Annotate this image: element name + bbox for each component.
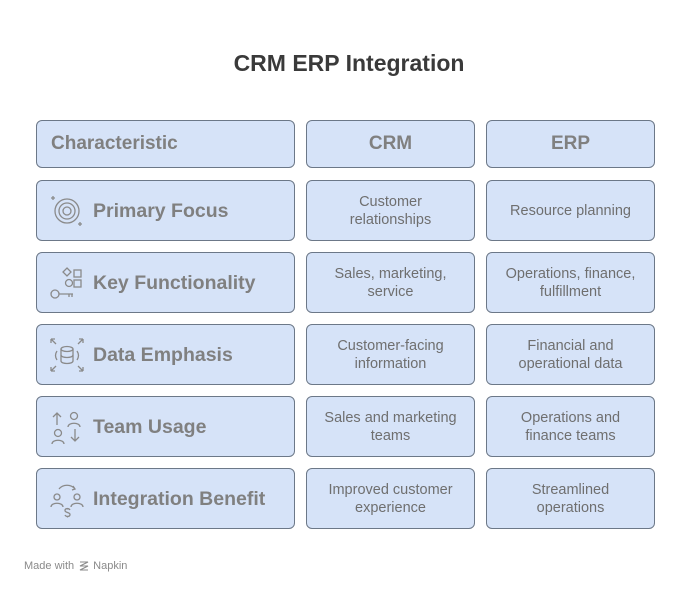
napkin-logo-icon — [79, 561, 89, 571]
cell-text: Customer-facing information — [337, 337, 444, 372]
cell-erp-data-emphasis: Financial and operational data — [486, 324, 655, 385]
footer-brand: Napkin — [93, 560, 128, 572]
cell-erp-integration-benefit: Streamlined operations — [486, 468, 655, 529]
header-erp-label: ERP — [550, 133, 591, 154]
cell-text: Resource planning — [510, 202, 631, 219]
cell-text: Customer relationships — [349, 193, 432, 228]
row-label-text: Integration Benefit — [93, 487, 266, 510]
cell-crm-primary-focus: Customer relationships — [306, 180, 475, 241]
integration-cycle-icon — [50, 484, 84, 517]
cell-erp-team-usage: Operations and finance teams — [486, 396, 655, 457]
database-expand-icon — [50, 337, 84, 372]
shapes-key-icon — [50, 266, 82, 299]
cell-text: Operations and finance teams — [520, 409, 621, 444]
row-label-primary-focus: Primary Focus — [36, 180, 295, 241]
row-label-text: Team Usage — [93, 415, 207, 438]
cell-crm-integration-benefit: Improved customer experience — [306, 468, 475, 529]
target-icon — [51, 195, 82, 226]
users-transfer-icon — [51, 411, 81, 444]
row-label-team-usage: Team Usage — [36, 396, 295, 457]
footer-prefix: Made with — [24, 560, 75, 572]
header-characteristic-label: Characteristic — [51, 133, 178, 154]
row-label-text: Data Emphasis — [93, 343, 233, 366]
row-label-key-functionality: Key Functionality — [36, 252, 295, 313]
made-with-napkin-footer: Made with Napkin — [24, 560, 127, 572]
header-characteristic: Characteristic — [36, 120, 295, 168]
row-label-text: Primary Focus — [93, 199, 229, 222]
cell-crm-key-functionality: Sales, marketing, service — [306, 252, 475, 313]
header-crm: CRM — [306, 120, 475, 168]
cell-text: Streamlined operations — [531, 481, 610, 516]
cell-text: Financial and operational data — [518, 337, 623, 372]
row-label-text: Key Functionality — [93, 271, 256, 294]
row-label-data-emphasis: Data Emphasis — [36, 324, 295, 385]
cell-erp-primary-focus: Resource planning — [486, 180, 655, 241]
page-title: CRM ERP Integration — [233, 50, 465, 76]
cell-text: Sales and marketing teams — [324, 409, 457, 444]
cell-text: Operations, finance, fulfillment — [505, 265, 636, 300]
cell-crm-data-emphasis: Customer-facing information — [306, 324, 475, 385]
header-crm-label: CRM — [368, 133, 413, 154]
cell-text: Sales, marketing, service — [334, 265, 447, 300]
cell-crm-team-usage: Sales and marketing teams — [306, 396, 475, 457]
row-label-integration-benefit: Integration Benefit — [36, 468, 295, 529]
header-erp: ERP — [486, 120, 655, 168]
cell-erp-key-functionality: Operations, finance, fulfillment — [486, 252, 655, 313]
cell-text: Improved customer experience — [328, 481, 453, 516]
